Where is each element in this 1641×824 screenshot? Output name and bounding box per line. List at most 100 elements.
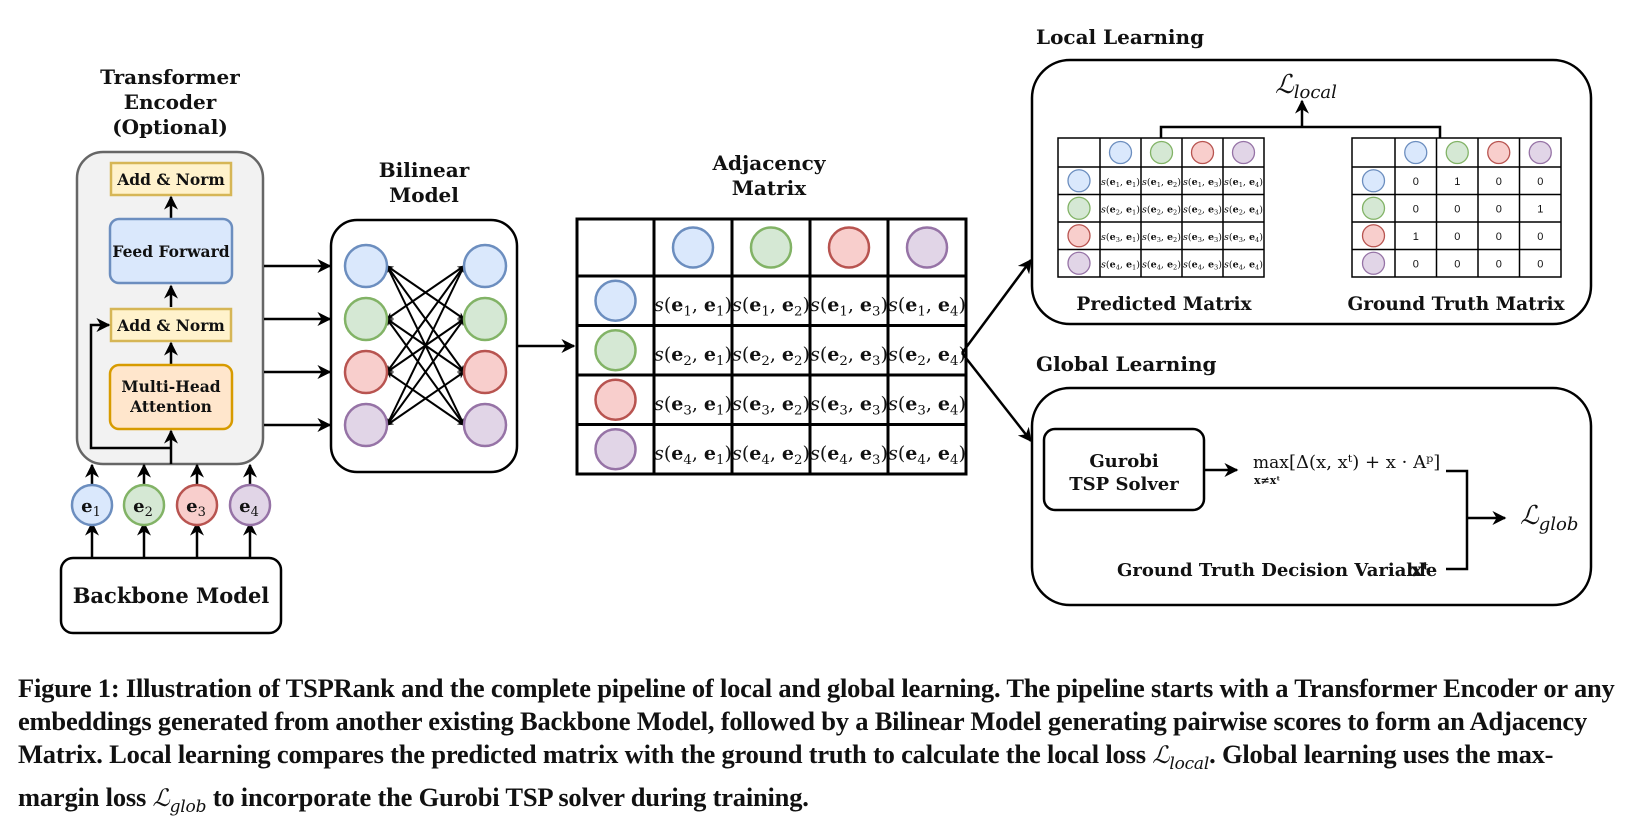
embedding-label-4: e4 — [239, 496, 259, 520]
ground-truth-cell: 0 — [1537, 231, 1543, 243]
adjacency-row-header-node-4 — [594, 428, 637, 471]
encoder-title: Transformer Encoder (Optional) — [100, 65, 240, 139]
embedding-node-4 — [228, 483, 272, 527]
adjacency-col-header-node-4 — [905, 226, 949, 269]
predicted-col-header-node-4 — [1231, 140, 1256, 165]
predicted-cell: s(e1, e3) — [1183, 177, 1222, 189]
residual-connection-arrow — [89, 318, 171, 450]
caption-loss-glob: ℒglob — [152, 783, 207, 817]
mha-label-line1: Multi-Head — [121, 377, 220, 396]
ground-truth-row-header-node-2 — [1361, 196, 1386, 220]
bilinear-edge — [386, 371, 465, 426]
ground-truth-cell: 0 — [1454, 231, 1460, 243]
feed-forward-block — [108, 217, 234, 285]
ground-truth-col-header-node-3 — [1487, 140, 1511, 165]
adjacency-cell: s(e2, e3) — [810, 343, 888, 369]
bilinear-right-node-4 — [462, 402, 508, 448]
bilinear-right-node-3 — [462, 349, 508, 395]
predicted-cell: s(e3, e2) — [1142, 232, 1181, 244]
backbone-model-label: Backbone Model — [73, 583, 270, 608]
caption-loss-local: ℒlocal — [1152, 741, 1210, 774]
bilinear-right-node-2 — [462, 296, 508, 342]
adjacency-title-line2: Matrix — [732, 176, 807, 200]
global-merge-connector — [1446, 469, 1469, 571]
predicted-row-header-node-3 — [1067, 224, 1091, 248]
gurobi-solver-box — [1042, 427, 1206, 512]
embedding-label-1: e1 — [81, 496, 101, 520]
predicted-cell: s(e1, e4) — [1224, 177, 1263, 189]
add-norm-mid-block — [109, 307, 233, 343]
predicted-cell: s(e3, e1) — [1101, 232, 1140, 244]
figure-caption: Figure 1: Illustration of TSPRank and th… — [18, 672, 1630, 824]
solver-label-line2: TSP Solver — [1069, 474, 1179, 495]
ground-truth-cell: 0 — [1496, 176, 1502, 188]
add-norm-top-label: Add & Norm — [116, 170, 225, 189]
adjacency-title-line1: Adjacency — [712, 151, 827, 175]
ground-truth-cell: 1 — [1413, 231, 1419, 243]
adjacency-cell: s(e3, e3) — [810, 393, 888, 419]
predicted-cell: s(e3, e4) — [1224, 232, 1263, 244]
adjacency-cell: s(e1, e4) — [888, 294, 966, 320]
adjacency-col-header-node-3 — [827, 226, 871, 269]
ground-truth-cell: 1 — [1537, 203, 1543, 215]
bilinear-title-line2: Model — [389, 183, 459, 207]
adjacency-cell: s(e4, e1) — [654, 442, 732, 468]
ground-truth-cell: 0 — [1537, 176, 1543, 188]
predicted-cell: s(e4, e2) — [1142, 259, 1181, 271]
add-norm-top-block — [109, 161, 233, 197]
predicted-cell: s(e2, e1) — [1101, 204, 1140, 216]
predicted-col-header-node-2 — [1149, 140, 1174, 165]
adjacency-cell: s(e3, e4) — [888, 393, 966, 419]
ground-truth-cell: 0 — [1496, 258, 1502, 270]
predicted-cell: s(e4, e4) — [1224, 259, 1263, 271]
gt-decision-variable-label: Ground Truth Decision Variable — [1117, 560, 1437, 581]
bilinear-left-node-3 — [343, 349, 389, 395]
ground-truth-col-header-node-1 — [1404, 140, 1428, 165]
ground-truth-row-header-node-1 — [1361, 169, 1386, 193]
add-norm-mid-label: Add & Norm — [116, 316, 225, 335]
adjacency-cell: s(e2, e4) — [888, 343, 966, 369]
adjacency-col-header-node-2 — [749, 226, 793, 269]
formula-subscript: x≠xᵗ — [1254, 474, 1280, 487]
adjacency-cell: s(e4, e3) — [810, 442, 888, 468]
embedding-node-1 — [70, 483, 114, 527]
arrow-matrix-to-local — [960, 258, 1033, 354]
embedding-node-2 — [122, 483, 166, 527]
bilinear-left-node-4 — [343, 402, 389, 448]
ground-truth-cell: 0 — [1496, 231, 1502, 243]
encoder-title-line3: (Optional) — [112, 115, 228, 139]
ground-truth-cell: 0 — [1413, 176, 1419, 188]
predicted-cell: s(e1, e2) — [1142, 177, 1181, 189]
adjacency-cell: s(e1, e3) — [810, 294, 888, 320]
adjacency-cell: s(e2, e1) — [654, 343, 732, 369]
predicted-row-header-node-4 — [1067, 251, 1091, 275]
ground-truth-cell: 0 — [1454, 258, 1460, 270]
caption-text-3: to incorporate the Gurobi TSP solver dur… — [206, 781, 809, 812]
predicted-cell: s(e2, e4) — [1224, 204, 1263, 216]
adjacency-row-header-node-2 — [594, 329, 637, 372]
bilinear-title-line1: Bilinear — [379, 158, 470, 182]
encoder-title-line1: Transformer — [100, 65, 240, 89]
arrow-matrix-to-global — [961, 352, 1032, 443]
adjacency-col-header-node-1 — [671, 226, 715, 269]
formula-body: [Δ(x, xᵗ) + x · Aᵖ] — [1289, 452, 1440, 473]
adjacency-cell: s(e4, e2) — [732, 442, 810, 468]
ground-truth-row-header-node-4 — [1361, 251, 1386, 275]
adjacency-matrix: s(e1, e1)s(e1, e2)s(e1, e3)s(e1, e4)s(e2… — [575, 217, 968, 476]
ground-truth-col-header-node-2 — [1445, 140, 1469, 165]
multi-head-attention-block — [108, 363, 234, 431]
predicted-col-header-node-1 — [1108, 140, 1133, 165]
solver-label-line1: Gurobi — [1089, 451, 1159, 472]
ground-truth-cell: 0 — [1537, 258, 1543, 270]
adjacency-cell: s(e1, e2) — [732, 294, 810, 320]
ground-truth-cell: 0 — [1496, 203, 1502, 215]
predicted-cell: s(e1, e1) — [1101, 177, 1140, 189]
gt-decision-variable-symbol: xᵗ — [1411, 559, 1429, 581]
adjacency-row-header-node-3 — [594, 378, 637, 421]
global-loss-symbol: ℒglob — [1520, 501, 1578, 535]
formula-max: max — [1253, 453, 1289, 473]
predicted-cell: s(e4, e3) — [1183, 259, 1222, 271]
embedding-label-2: e2 — [133, 496, 153, 520]
predicted-matrix-label: Predicted Matrix — [1076, 294, 1252, 315]
